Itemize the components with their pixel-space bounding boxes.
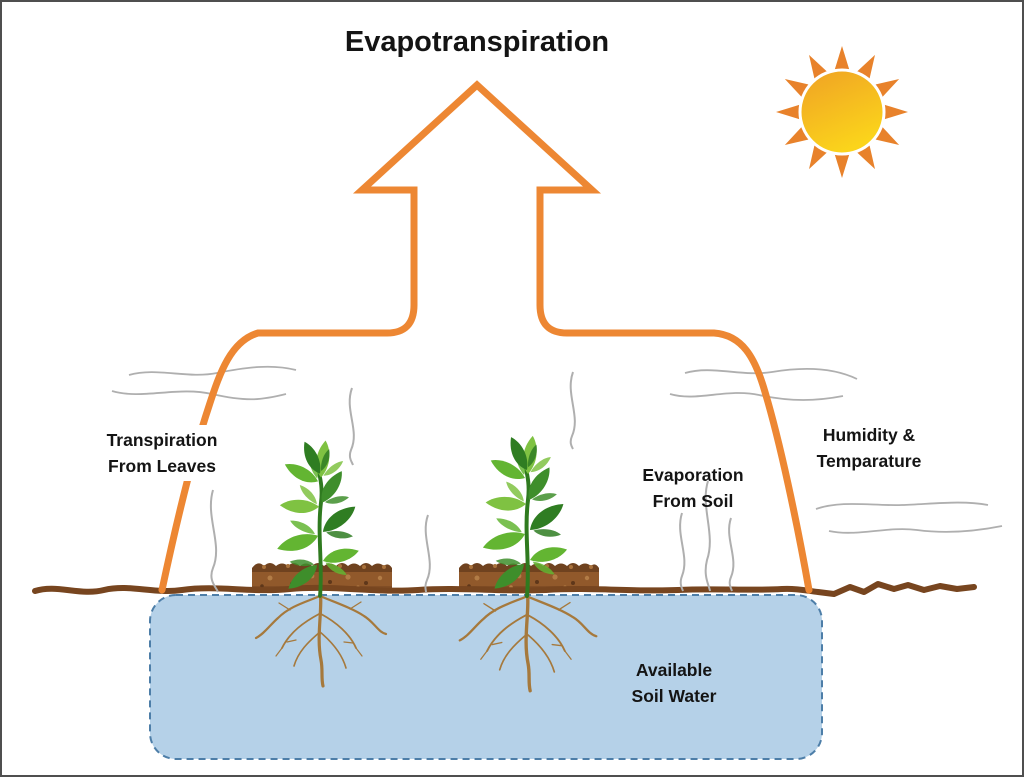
label-line: Transpiration: [106, 430, 218, 450]
vapor-squiggle: [728, 517, 735, 592]
label-evaporation-from-soil: Evaporation From Soil: [642, 462, 743, 514]
wind-wave: [128, 365, 297, 376]
soil-water-area: [149, 594, 823, 760]
wind-wave: [111, 390, 287, 401]
label-transpiration-from-leaves: Transpiration From Leaves: [98, 425, 226, 481]
label-line: Soil Water: [631, 686, 717, 706]
vapor-squiggle: [569, 371, 576, 450]
evapotranspiration-arrow: [158, 80, 813, 594]
label-line: Available: [635, 660, 713, 680]
wind-wave: [669, 392, 844, 401]
vapor-lines: [111, 365, 1003, 593]
label-line: Temparature: [816, 451, 922, 471]
wind-wave: [815, 501, 989, 510]
wind-wave: [684, 367, 858, 380]
label-line: From Leaves: [108, 456, 216, 476]
ground-line: [32, 581, 977, 597]
label-humidity-temperature: Humidity & Temparature: [817, 422, 922, 474]
sun-icon: [776, 46, 908, 178]
vapor-squiggle: [209, 489, 219, 593]
vapor-squiggle: [348, 387, 355, 466]
label-line: Evaporation: [642, 465, 744, 485]
label-available-soil-water: Available Soil Water: [632, 657, 717, 709]
vapor-squiggle: [679, 512, 686, 592]
label-line: From Soil: [652, 491, 734, 511]
diagram-title: Evapotranspiration: [344, 26, 610, 58]
vapor-squiggle: [704, 480, 711, 592]
vapor-squiggle: [424, 514, 431, 593]
label-line: Humidity &: [822, 425, 916, 445]
wind-wave: [828, 525, 1003, 534]
sun-body: [798, 68, 886, 156]
